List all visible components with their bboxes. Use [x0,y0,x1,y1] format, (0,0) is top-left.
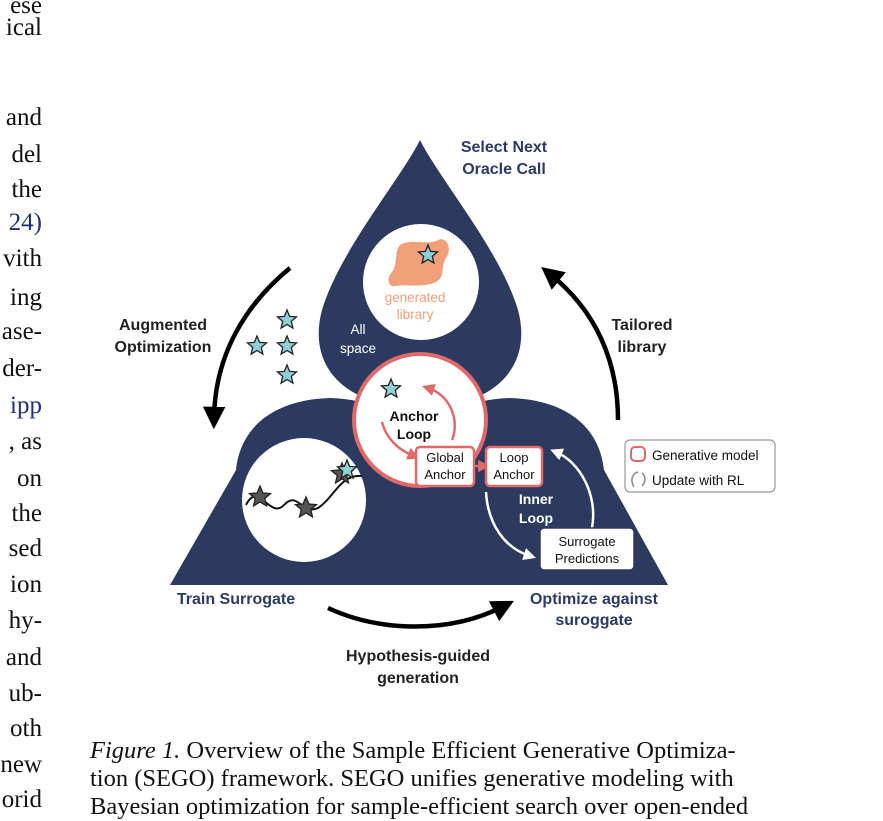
caption-line-1: Figure 1. Overview of the Sample Efficie… [90,737,810,765]
select-next-label-line1: Select Next [461,139,548,156]
optimize-label-line2: suroggate [555,612,632,629]
left-circle [242,438,366,562]
legend-update-label: Update with RL [652,473,745,488]
inner-loop-line2: Loop [519,510,553,526]
body-text-fragment: on [17,465,42,492]
loop-anchor-line2: Anchor [493,467,535,482]
legend-generative-swatch [630,446,646,462]
caption-figure-label: Figure 1. [90,737,181,764]
body-text-fragment: hy- [8,607,42,634]
star-icon [379,377,403,399]
hypothesis-label-line1: Hypothesis-guided [346,648,490,665]
hypothesis-label-line2: generation [377,670,459,687]
global-anchor-box [414,445,476,488]
surrogate-predictions-box [539,527,635,571]
right-cycle-arrow [541,266,621,421]
inner-loop-line1: Inner [519,491,554,507]
body-text-fragment: ipp [10,392,42,419]
left-cycle-arrow [202,266,292,430]
anchor-loop-arrow-top [422,383,456,441]
body-text-fragment: new [0,751,42,778]
bottom-cycle-arrow [327,600,514,629]
star-icon [275,363,299,385]
star-icon [293,495,319,519]
loop-anchor-line1: Loop [500,450,529,465]
body-text-fragment: ing [10,284,42,311]
star-icon [275,334,299,356]
legend-generative-label: Generative model [652,448,759,463]
star-icon [416,243,440,265]
loop-anchor-box [484,445,544,488]
augmented-label-line2: Optimization [115,339,212,356]
anchor-loop-line1: Anchor [390,408,440,424]
body-text-fragment: 24) [8,209,42,236]
body-text-fragment: ese [10,0,42,19]
body-text-fragment: del [11,141,42,168]
body-text-fragment: vith [3,245,42,272]
inner-loop-arrow-up [550,448,595,529]
train-surrogate-label: Train Surrogate [177,591,295,608]
generated-library-line1: generated [385,290,446,305]
body-text-fragment: ase- [1,318,42,345]
body-text-fragment: sed [8,535,42,562]
generated-library-line2: library [397,307,434,322]
body-text-fragment: der- [2,355,42,382]
caption-line-1-text: Overview of the Sample Efficient Generat… [180,737,736,764]
global-anchor-line1: Global [426,450,464,465]
star-icon [335,458,359,480]
tailored-label-line1: Tailored [611,317,672,334]
body-text-fragment: and [5,644,42,671]
legend: Generative model Update with RL [624,439,776,493]
anchor-loop-arrow-bottom [380,421,420,460]
tailored-label-line2: library [618,339,667,356]
star-marks [245,243,440,519]
figure-caption: Figure 1. Overview of the Sample Efficie… [90,737,810,821]
body-text-fragment: and [5,104,42,131]
caption-line-3: Bayesian optimization for sample-efficie… [90,793,749,820]
anchor-loop-line2: Loop [397,426,431,442]
body-text-fragment: ion [10,571,42,598]
body-text-fragment: the [11,500,42,527]
body-text-fragment: oth [10,715,42,742]
select-next-label-line2: Oracle Call [462,161,546,178]
surrogate-predictions-line1: Surrogate [558,534,615,549]
optimize-label-line1: Optimize against [530,591,659,608]
body-text-fragment: ub- [8,680,42,707]
star-icon [275,308,299,330]
star-icon [247,484,273,508]
all-space-line2: space [340,341,376,356]
body-text-fragment: the [11,176,42,203]
legend-update-swatch [631,471,646,488]
surrogate-predictions-line2: Predictions [555,551,620,566]
caption-line-2: tion (SEGO) framework. SEGO unifies gene… [90,765,734,792]
legend-box [624,439,776,493]
star-icon [245,334,269,356]
body-text-fragment: , as [8,428,42,455]
global-anchor-line2: Anchor [424,467,466,482]
all-space-line1: All [350,322,365,337]
inner-loop-arrow-down [484,491,536,561]
body-text-fragment: ical [5,14,42,41]
augmented-label-line1: Augmented [119,317,207,334]
